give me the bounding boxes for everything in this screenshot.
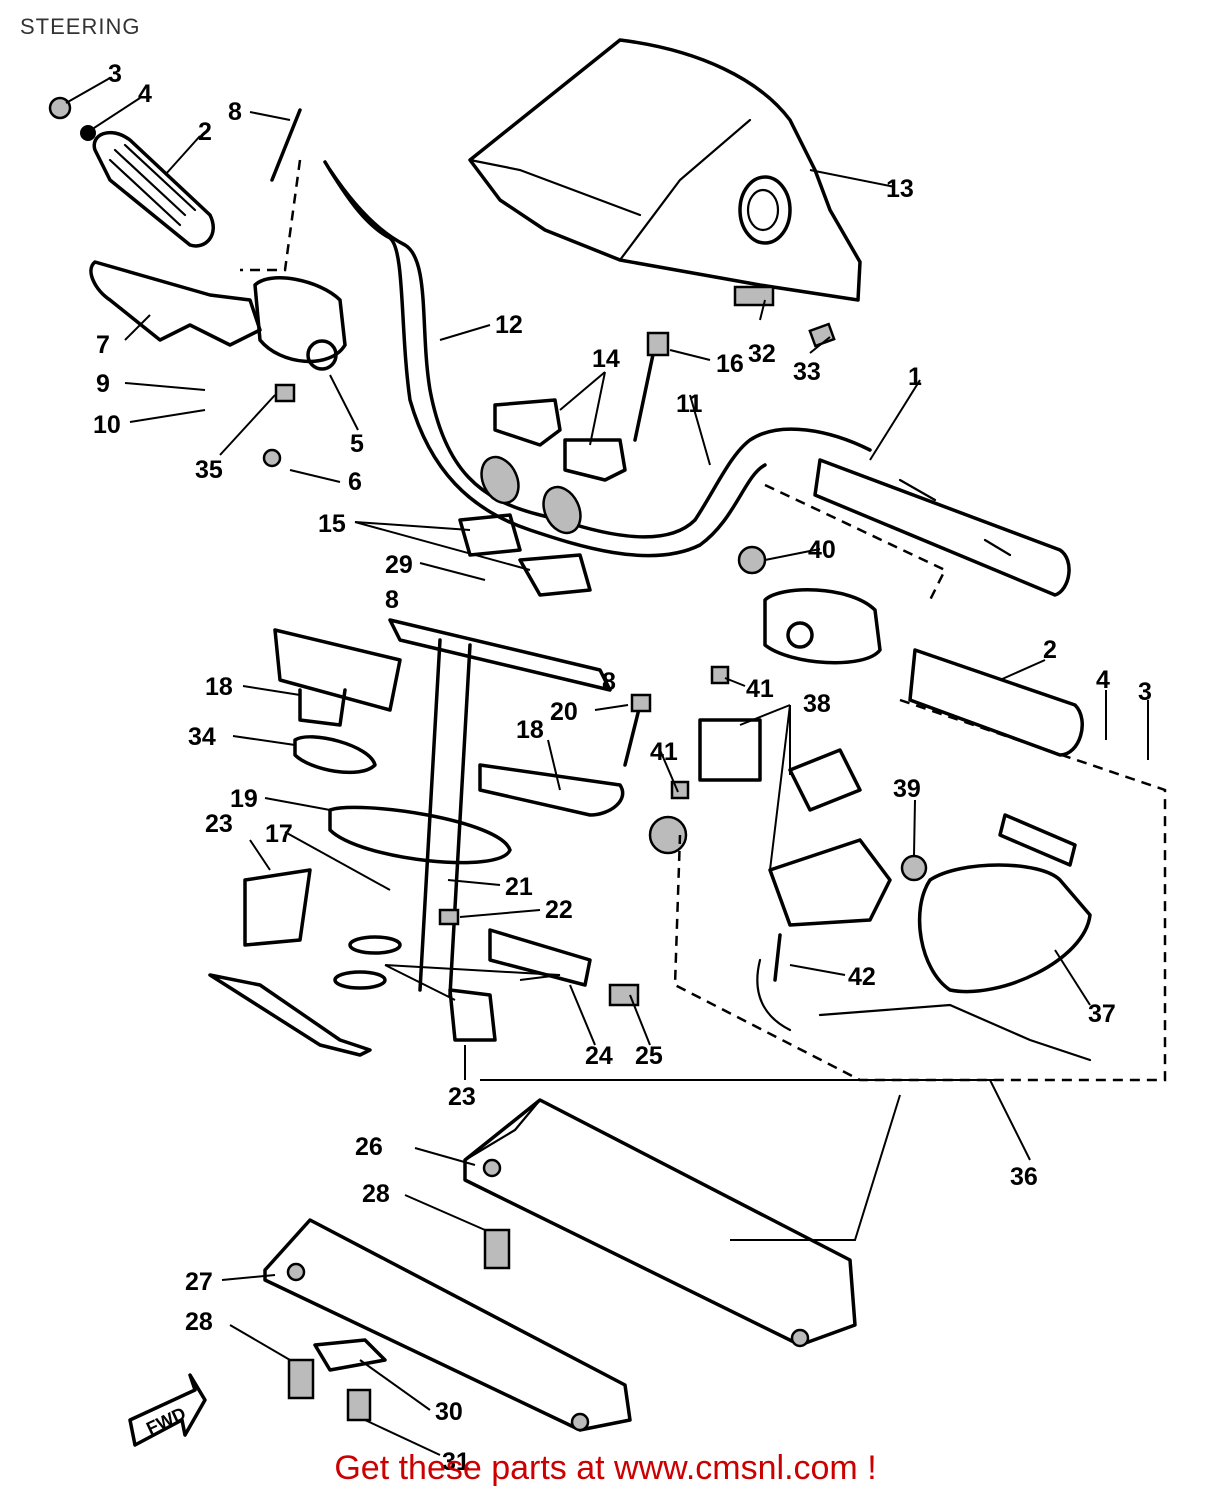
callout-34: 34 [188,723,216,751]
callout-41-lower: 41 [650,738,678,766]
callout-15: 15 [318,510,346,538]
promo-footer[interactable]: Get these parts at www.cmsnl.com ! [0,1449,1211,1488]
callout-27: 27 [185,1268,213,1296]
callout-14: 14 [592,345,620,373]
callout-28-upper: 28 [362,1180,390,1208]
callout-42: 42 [848,963,876,991]
left-lever-holder [89,108,347,468]
callout-29: 29 [385,551,413,579]
callout-20: 20 [550,698,578,726]
callout-39: 39 [893,775,921,803]
handlebar [323,160,872,558]
callout-30: 30 [435,1398,463,1426]
callout-33: 33 [793,358,821,386]
callout-8-top: 8 [228,98,242,126]
callout-21: 21 [505,873,533,901]
fwd-label: FWD [143,1403,189,1438]
fwd-arrow: FWD [128,1373,207,1447]
callout-10: 10 [93,411,121,439]
callout-8-a: 8 [385,586,399,614]
callout-36: 36 [1010,1163,1038,1191]
callout-32: 32 [748,340,776,368]
callout-4-right: 4 [1096,666,1110,694]
callout-35: 35 [195,456,223,484]
callout-18-center: 18 [516,716,544,744]
callout-13: 13 [886,175,914,203]
leader-lines [65,77,1149,1456]
handlebar-holders [458,331,670,597]
callout-8-b: 8 [602,668,616,696]
page-title: STEERING [20,14,141,39]
callout-41-upper: 41 [746,675,774,703]
left-grip [48,96,215,248]
callout-5: 5 [350,430,364,458]
callout-2-left: 2 [198,118,212,146]
callout-labels: 3 4 2 8 7 9 10 35 5 6 12 13 14 16 32 33 … [93,60,1152,1476]
callout-6: 6 [348,468,362,496]
callout-25: 25 [635,1042,663,1070]
callout-23-lower: 23 [448,1083,476,1111]
right-switch-assembly [648,483,1167,1082]
callout-26: 26 [355,1133,383,1161]
callout-4-left: 4 [138,80,152,108]
callout-1: 1 [908,363,922,391]
callout-2-right: 2 [1043,636,1057,664]
callout-24: 24 [585,1042,613,1070]
callout-28-lower: 28 [185,1308,213,1336]
callout-38: 38 [803,690,831,718]
callout-12: 12 [495,311,523,339]
callout-3-right: 3 [1138,678,1152,706]
promo-link[interactable]: Get these parts at www.cmsnl.com ! [334,1449,877,1487]
callout-19: 19 [230,785,258,813]
callout-18-left: 18 [205,673,233,701]
callout-16: 16 [716,350,744,378]
callout-40: 40 [808,536,836,564]
mounting-brackets [263,1098,857,1432]
steering-column [208,618,652,1057]
callout-23-upper: 23 [205,810,233,838]
callout-31: 31 [442,1448,470,1476]
windshield [468,38,862,348]
callout-22: 22 [545,896,573,924]
callout-37: 37 [1088,1000,1116,1028]
callout-17: 17 [265,820,293,848]
callout-3-left: 3 [108,60,122,88]
callout-9: 9 [96,370,110,398]
right-grip-assembly [813,458,1071,597]
callout-11: 11 [676,390,703,418]
callout-7: 7 [96,331,110,359]
